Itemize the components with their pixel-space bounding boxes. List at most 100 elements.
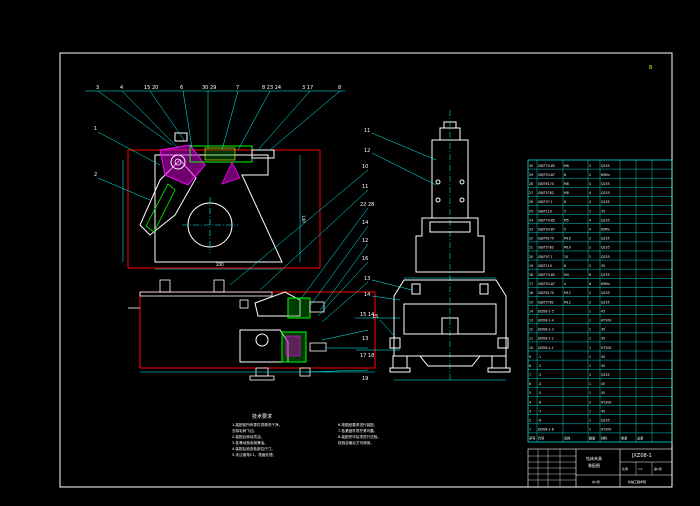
svg-text:检验合格后方可使用。: 检验合格后方可使用。 (338, 440, 374, 445)
svg-text:去除毛刺飞边。: 去除毛刺飞边。 (232, 428, 257, 433)
svg-text:机械工程学院: 机械工程学院 (628, 479, 646, 484)
parts-list-cell: 8 (529, 364, 531, 368)
parts-list-cell: 1 (589, 346, 591, 350)
parts-list-cell: 4 (589, 228, 591, 232)
parts-list-cell: 24 (529, 218, 533, 222)
parts-list-cell: 1 (589, 364, 591, 368)
parts-list-cell: 15 (529, 300, 533, 304)
svg-text:5.未注倒角C1，表面处理。: 5.未注倒角C1，表面处理。 (232, 452, 276, 457)
parts-list-header-cell: 单重 (621, 436, 628, 441)
callout-labels-top: 3 4 15 20 6 30 29 7 8 23 24 3 17 8 1 2 (94, 85, 341, 178)
svg-text:11: 11 (364, 128, 370, 134)
title-block (527, 448, 673, 488)
parts-list-cell: 65Mn (601, 173, 610, 177)
parts-list-cell: -4 (538, 382, 541, 386)
parts-list-cell: GB/T5782 (538, 300, 554, 304)
svg-text:30 29: 30 29 (202, 85, 216, 91)
parts-list-cell: HT200 (601, 318, 611, 322)
svg-text:6.按图纸要求进行装配。: 6.按图纸要求进行装配。 (338, 422, 377, 427)
svg-text:13: 13 (362, 336, 368, 342)
parts-list-cell: 6 (589, 273, 591, 277)
svg-text:1: 1 (94, 126, 97, 132)
parts-list-cell: GB/T93-87 (538, 173, 555, 177)
svg-text:10: 10 (362, 164, 368, 170)
parts-list-cell: Q235 (601, 273, 610, 277)
parts-list-cell: JXZ08-1-4 (537, 318, 554, 322)
parts-list-cell: 45 (601, 409, 605, 413)
parts-list-cell: -2 (538, 364, 541, 368)
parts-list-cell: -7 (538, 409, 541, 413)
parts-list-cell: 6 (564, 173, 566, 177)
parts-list-cell: Q235 (601, 218, 610, 222)
parts-list-cell: Q235 (601, 182, 610, 186)
parts-list-cell: M6 (564, 164, 569, 168)
parts-list-cell: 2 (529, 419, 531, 423)
parts-list-cell: M10 (564, 246, 571, 250)
svg-text:比例: 比例 (622, 466, 628, 471)
parts-list-cell: 5 (564, 228, 566, 232)
svg-text:12: 12 (362, 238, 368, 244)
parts-list-cell: M5 (564, 218, 569, 222)
parts-list-cell: Q235 (601, 291, 610, 295)
parts-list-cell: 45 (601, 391, 605, 395)
parts-list-cell: 23 (529, 228, 533, 232)
parts-list-header-cell: 代号 (538, 436, 544, 441)
side-view (389, 110, 511, 380)
parts-list-cell: 20 (529, 255, 533, 259)
sheet-outer-border (59, 52, 673, 488)
svg-text:8: 8 (338, 85, 341, 91)
svg-text:共1张: 共1张 (592, 479, 600, 484)
parts-list-cell: 45 (601, 382, 605, 386)
callout-labels-side: 11 12 13 14 15 (364, 128, 378, 320)
svg-text:12: 12 (364, 148, 370, 154)
callouts-top (85, 90, 345, 201)
svg-text:6: 6 (180, 85, 183, 91)
svg-text:1:1: 1:1 (638, 467, 643, 471)
parts-list-cell: Q235 (601, 300, 610, 304)
parts-list-cell: 10 (564, 255, 568, 259)
parts-list-cell: 30 (529, 164, 533, 168)
svg-text:19: 19 (362, 376, 368, 382)
parts-list-cell: M10 (564, 237, 571, 241)
parts-list-cell: GB/T93-87 (538, 282, 555, 286)
parts-list-cell: Q235 (601, 237, 610, 241)
parts-list-header-cell: 序号 (529, 436, 535, 441)
parts-list-cell: 16 (529, 291, 533, 295)
svg-text:装配图: 装配图 (588, 462, 600, 468)
parts-list-cell: 8 (564, 200, 566, 204)
section-outline-red (127, 149, 321, 269)
svg-text:11: 11 (362, 184, 368, 190)
parts-list-cell: 1 (529, 428, 531, 432)
parts-list-cell: 1 (589, 318, 591, 322)
parts-list-cell: 2 (589, 255, 591, 259)
parts-list-cell: GB/T119 (538, 264, 552, 268)
parts-list-cell: Q235 (601, 191, 610, 195)
parts-list-cell: Q235 (601, 164, 610, 168)
parts-list-cell: 14 (529, 309, 533, 313)
parts-list-cell: GB/T97.1 (538, 200, 553, 204)
parts-list-cell: 18 (529, 273, 533, 277)
parts-list-cell: Q235 (601, 255, 610, 259)
parts-list-cell: GB/T97.1 (538, 255, 553, 259)
svg-text:8.装配完毕后须进行试验。: 8.装配完毕后须进行试验。 (338, 434, 381, 439)
parts-list-cell: 2 (589, 164, 591, 168)
parts-list-header-cell: 材料 (601, 436, 608, 441)
svg-text:200: 200 (216, 262, 224, 267)
parts-list-cell: 7 (529, 373, 531, 377)
svg-text:2.装配后转动灵活。: 2.装配后转动灵活。 (232, 434, 264, 439)
parts-list-cell: GB/T6170 (538, 291, 554, 295)
svg-text:22 28: 22 28 (360, 202, 374, 208)
parts-list-cell: 6 (529, 382, 531, 386)
parts-list-cell: GB/T70-85 (538, 273, 555, 277)
svg-text:16: 16 (362, 256, 368, 262)
corner-mark: 8 (649, 65, 652, 71)
svg-text:2: 2 (94, 172, 97, 178)
parts-list-cell: 65Mn (601, 282, 610, 286)
parts-list-cell: 22 (529, 237, 533, 241)
svg-text:15: 15 (372, 314, 378, 320)
svg-text:8 23 24: 8 23 24 (262, 85, 281, 91)
parts-list-cell: 45 (601, 355, 605, 359)
parts-list-cell: 2 (589, 264, 591, 268)
parts-list-cell: JXZ08-1-6 (537, 428, 554, 432)
